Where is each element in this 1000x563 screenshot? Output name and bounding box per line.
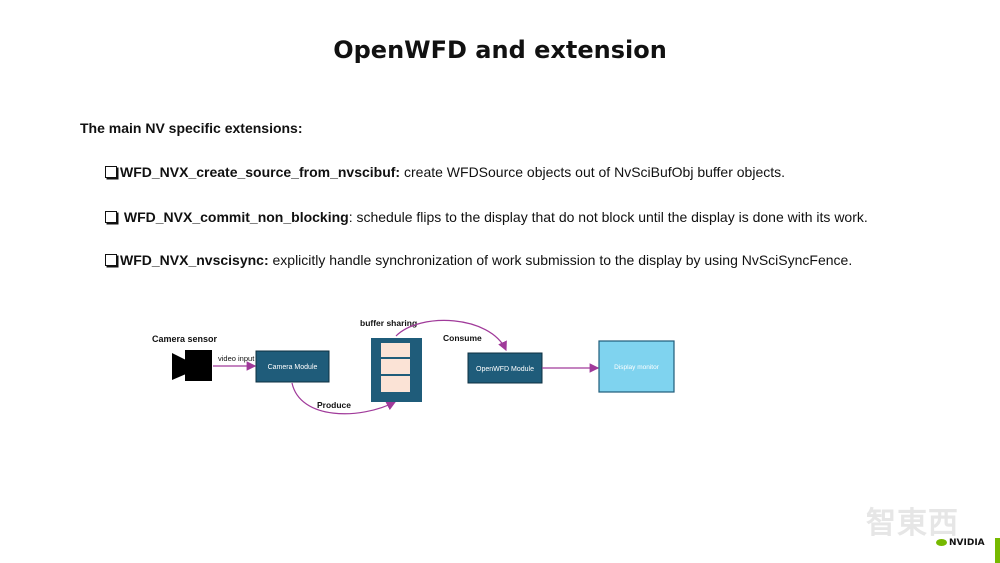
buffer-sharing-label: buffer sharing [360, 318, 417, 328]
buffer-slot [381, 343, 410, 357]
produce-arrow [291, 382, 397, 415]
slide-title: OpenWFD and extension [333, 36, 667, 64]
accent-bar [995, 538, 1000, 563]
buffer-slot [381, 376, 410, 392]
bullet-name: WFD_NVX_nvscisync: [120, 252, 269, 268]
openwfd-module-label: OpenWFD Module [476, 366, 534, 373]
watermark-logo: 智東西 [866, 506, 959, 541]
bullet-desc: explicitly handle synchronization of wor… [268, 252, 853, 268]
bullet-name: WFD_NVX_commit_non_blocking [123, 209, 349, 225]
bullet-create-source: WFD_NVX_create_source_from_nvscibuf: cre… [105, 164, 785, 180]
nvidia-logo-text: NVIDIA [949, 538, 985, 548]
display-monitor-label: Display monitor [614, 364, 660, 371]
display-monitor-box [598, 340, 675, 393]
bullet-commit-non-blocking: WFD_NVX_commit_non_blocking: schedule fl… [105, 209, 868, 225]
checkbox-bullet-icon [105, 254, 117, 266]
checkbox-bullet-icon [105, 166, 117, 178]
bullet-desc: : schedule flips to the display that do … [348, 209, 868, 225]
produce-label: Produce [317, 400, 351, 410]
buffer-slot [381, 359, 410, 374]
slide-subtitle: The main NV specific extensions: [80, 120, 303, 136]
bullet-desc: create WFDSource objects out of NvSciBuf… [400, 164, 786, 180]
camera-sensor-label: Camera sensor [152, 334, 218, 344]
consume-label: Consume [443, 333, 482, 343]
consume-arrow [395, 319, 507, 352]
video-input-label: video input [218, 354, 255, 363]
camera-module-box [255, 350, 330, 383]
bullet-name: WFD_NVX_create_source_from_nvscibuf: [120, 164, 401, 180]
nvidia-logo: NVIDIA [936, 538, 985, 548]
checkbox-bullet-icon [105, 211, 117, 223]
camera-module-label: Camera Module [268, 364, 318, 371]
camera-icon [172, 350, 212, 381]
bullet-nvscisync: WFD_NVX_nvscisync: explicitly handle syn… [105, 252, 852, 268]
nvidia-eye-icon [936, 539, 947, 546]
